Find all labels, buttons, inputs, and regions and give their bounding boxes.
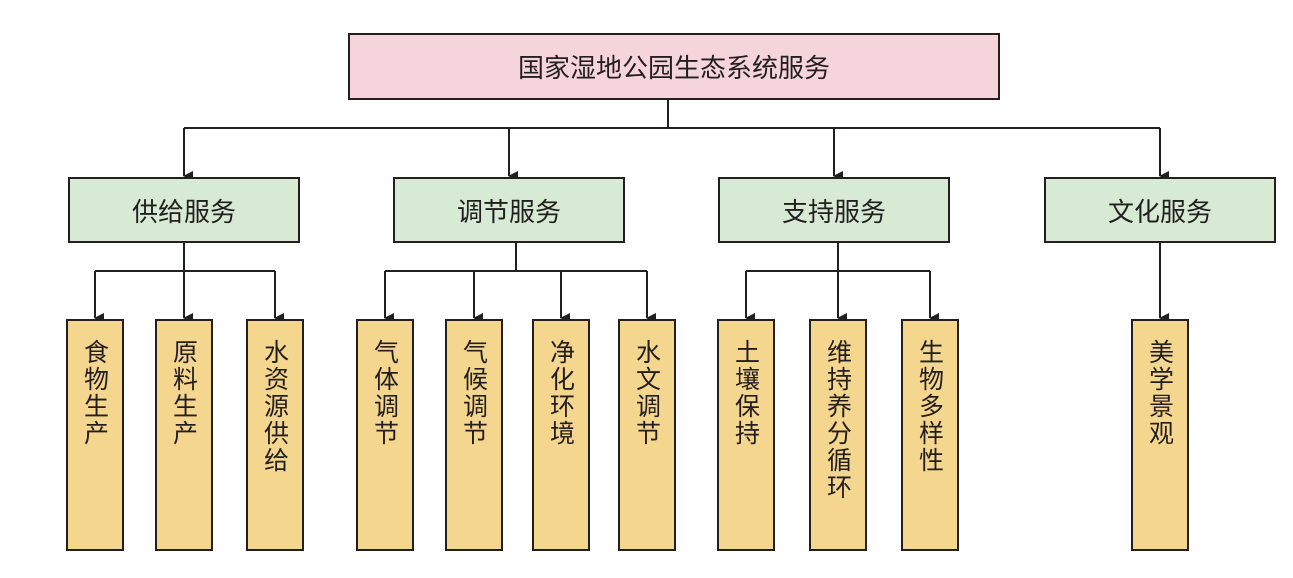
leaf-node-water-supply: 水资源供给 xyxy=(246,319,304,551)
leaf-node-nutrient-cycling: 维持养分循环 xyxy=(809,319,867,551)
leaf-label: 美学景观 xyxy=(1145,339,1175,447)
leaf-node-gas-regulation: 气体调节 xyxy=(356,319,414,551)
leaf-label: 原料生产 xyxy=(169,339,199,447)
leaf-node-food-production: 食物生产 xyxy=(66,319,124,551)
leaf-label: 气候调节 xyxy=(459,339,489,447)
leaf-label: 维持养分循环 xyxy=(823,339,853,501)
root-node: 国家湿地公园生态系统服务 xyxy=(348,33,1000,100)
leaf-label: 土壤保持 xyxy=(731,339,761,447)
leaf-label: 生物多样性 xyxy=(915,339,945,474)
category-node-regulating: 调节服务 xyxy=(393,177,625,243)
category-label: 支持服务 xyxy=(781,197,886,228)
category-node-supporting: 支持服务 xyxy=(718,177,950,243)
leaf-node-climate-regulation: 气候调节 xyxy=(445,319,503,551)
category-node-cultural: 文化服务 xyxy=(1044,177,1276,243)
category-label: 供给服务 xyxy=(131,197,236,228)
leaf-label: 净化环境 xyxy=(546,339,576,447)
root-node-label: 国家湿地公园生态系统服务 xyxy=(517,54,830,84)
leaf-node-hydrological-regulation: 水文调节 xyxy=(618,319,676,551)
leaf-label: 食物生产 xyxy=(80,339,110,447)
leaf-label: 气体调节 xyxy=(370,339,400,447)
leaf-node-environment-purification: 净化环境 xyxy=(532,319,590,551)
leaf-node-soil-conservation: 土壤保持 xyxy=(717,319,775,551)
leaf-node-biodiversity: 生物多样性 xyxy=(901,319,959,551)
leaf-node-aesthetic-landscape: 美学景观 xyxy=(1131,319,1189,551)
category-node-supply: 供给服务 xyxy=(68,177,300,243)
leaf-node-raw-materials: 原料生产 xyxy=(155,319,213,551)
leaf-label: 水资源供给 xyxy=(260,339,290,474)
category-label: 文化服务 xyxy=(1107,197,1212,228)
leaf-label: 水文调节 xyxy=(632,339,662,447)
category-label: 调节服务 xyxy=(456,197,561,228)
